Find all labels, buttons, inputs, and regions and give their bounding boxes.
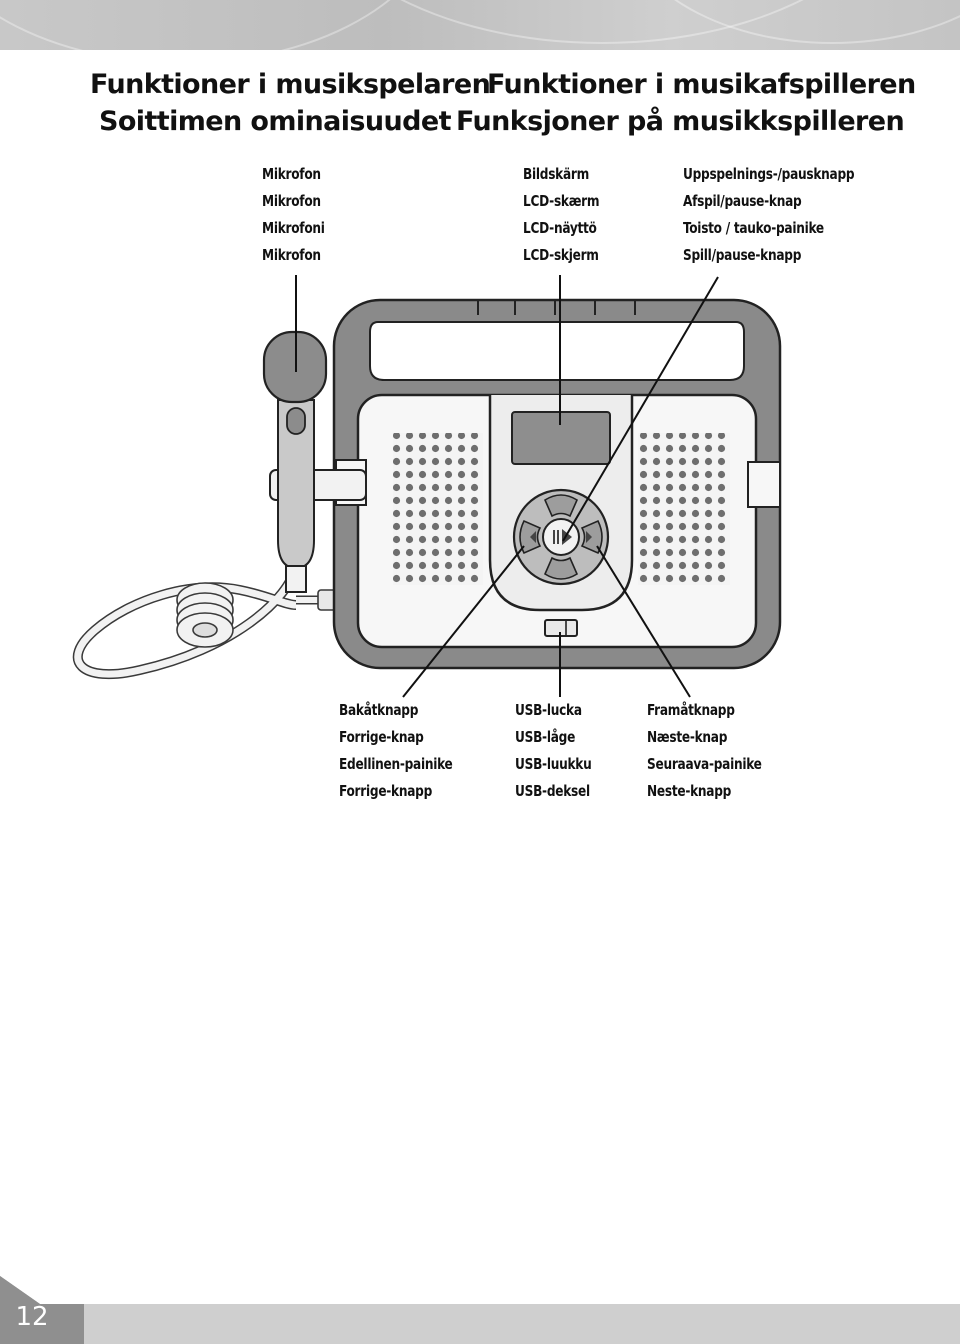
- label-usb-no: USB-deksel: [515, 782, 590, 800]
- lcd-screen-labels: Bildskärm LCD-skærm LCD-näyttö LCD-skjer…: [523, 161, 608, 269]
- back-button-labels: Bakåtknapp Forrige-knap Edellinen-painik…: [339, 697, 465, 805]
- control-pad: [512, 488, 610, 586]
- label-lcd-no: LCD-skjerm: [523, 246, 599, 264]
- label-back-no: Forrige-knapp: [339, 782, 433, 800]
- label-lcd-fi: LCD-näyttö: [523, 219, 597, 237]
- heading-swedish: Funktioner i musikspelaren: [90, 69, 491, 100]
- right-speaker-grill: [638, 433, 730, 585]
- label-playpause-sv: Uppspelnings-/pausknapp: [683, 165, 855, 183]
- label-forward-da: Næste-knap: [647, 728, 728, 746]
- leader-forward: [596, 545, 691, 698]
- label-playpause-fi: Toisto / tauko-painike: [683, 219, 824, 237]
- forward-button-labels: Framåtknapp Næste-knap Seuraava-painike …: [647, 697, 774, 805]
- label-lcd-da: LCD-skærm: [523, 192, 600, 210]
- top-vents: [477, 300, 636, 315]
- label-microphone-da: Mikrofon: [262, 192, 321, 210]
- microphone-labels: Mikrofon Mikrofon Mikrofoni Mikrofon: [262, 161, 332, 269]
- label-forward-no: Neste-knapp: [647, 782, 732, 800]
- leader-lines: [295, 275, 719, 698]
- label-back-da: Forrige-knap: [339, 728, 424, 746]
- usb-door-labels: USB-lucka USB-låge USB-luukku USB-deksel: [515, 697, 600, 805]
- heading-danish: Funktioner i musikafspilleren: [487, 69, 916, 100]
- label-forward-sv: Framåtknapp: [647, 701, 735, 719]
- label-lcd-sv: Bildskärm: [523, 165, 589, 183]
- heading-norwegian: Funksjoner på musikkspilleren: [456, 106, 905, 137]
- page-number: 12: [15, 1302, 49, 1332]
- label-usb-fi: USB-luukku: [515, 755, 592, 773]
- footer-band: [0, 1276, 960, 1344]
- label-back-fi: Edellinen-painike: [339, 755, 453, 773]
- label-microphone-sv: Mikrofon: [262, 165, 321, 183]
- label-usb-da: USB-låge: [515, 728, 576, 746]
- left-speaker-grill: [393, 433, 483, 585]
- leader-play-pause: [562, 276, 719, 542]
- label-playpause-da: Afspil/pause-knap: [683, 192, 802, 210]
- label-microphone-fi: Mikrofoni: [262, 219, 325, 237]
- leader-back: [402, 545, 525, 698]
- label-forward-fi: Seuraava-painike: [647, 755, 762, 773]
- label-playpause-no: Spill/pause-knapp: [683, 246, 802, 264]
- top-decorative-band: [0, 0, 960, 50]
- label-back-sv: Bakåtknapp: [339, 701, 419, 719]
- label-usb-sv: USB-lucka: [515, 701, 582, 719]
- label-microphone-no: Mikrofon: [262, 246, 321, 264]
- microphone-cable: [72, 563, 338, 679]
- play-pause-labels: Uppspelnings-/pausknapp Afspil/pause-kna…: [683, 161, 873, 269]
- cable-coil: [176, 582, 234, 648]
- heading-finnish: Soittimen ominaisuudet: [99, 106, 451, 137]
